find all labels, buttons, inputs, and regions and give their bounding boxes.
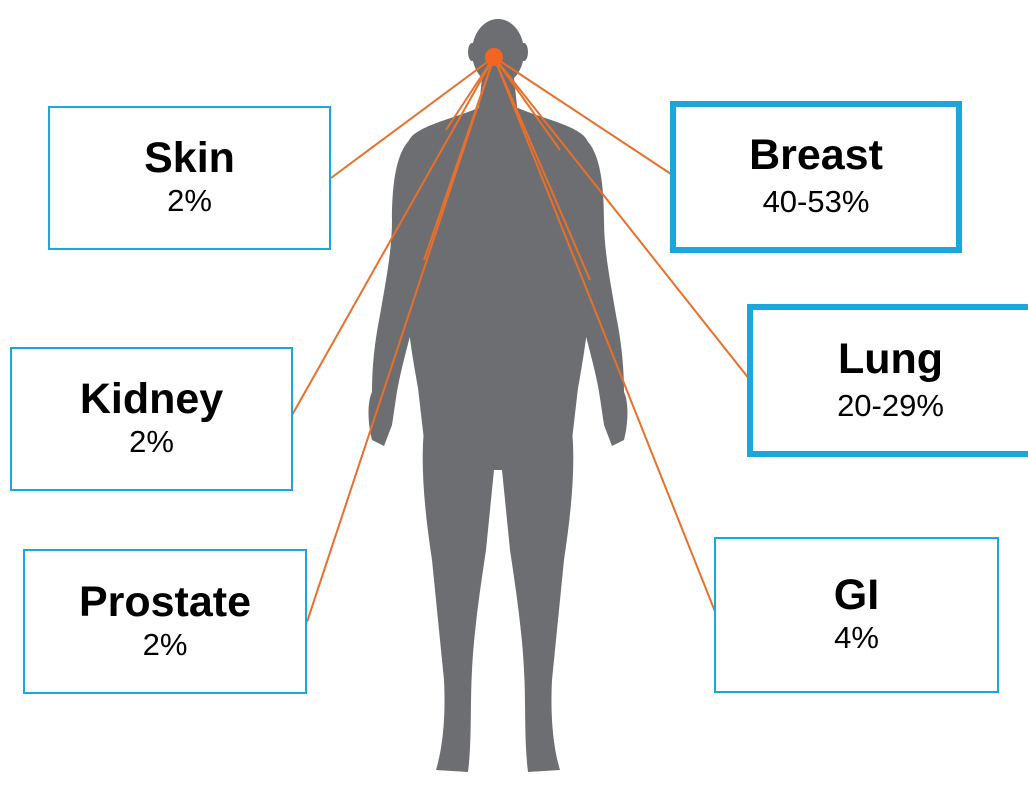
site-box-skin: Skin 2% <box>48 106 331 250</box>
site-value-skin: 2% <box>167 181 212 221</box>
site-name-lung: Lung <box>838 336 943 382</box>
site-box-gi: GI 4% <box>714 537 999 693</box>
site-name-gi: GI <box>834 572 879 618</box>
site-name-kidney: Kidney <box>80 376 223 422</box>
site-name-prostate: Prostate <box>79 579 251 625</box>
site-box-prostate: Prostate 2% <box>23 549 307 694</box>
site-box-kidney: Kidney 2% <box>10 347 293 491</box>
site-name-breast: Breast <box>749 132 883 178</box>
human-silhouette-icon <box>369 19 628 772</box>
site-name-skin: Skin <box>144 135 235 181</box>
site-box-lung: Lung 20-29% <box>747 304 1028 457</box>
site-value-breast: 40-53% <box>763 182 870 222</box>
site-value-prostate: 2% <box>143 625 188 665</box>
site-value-lung: 20-29% <box>837 386 944 426</box>
site-value-kidney: 2% <box>129 422 174 462</box>
site-value-gi: 4% <box>834 618 879 658</box>
origin-dot-icon <box>485 48 503 66</box>
site-box-breast: Breast 40-53% <box>670 101 962 253</box>
